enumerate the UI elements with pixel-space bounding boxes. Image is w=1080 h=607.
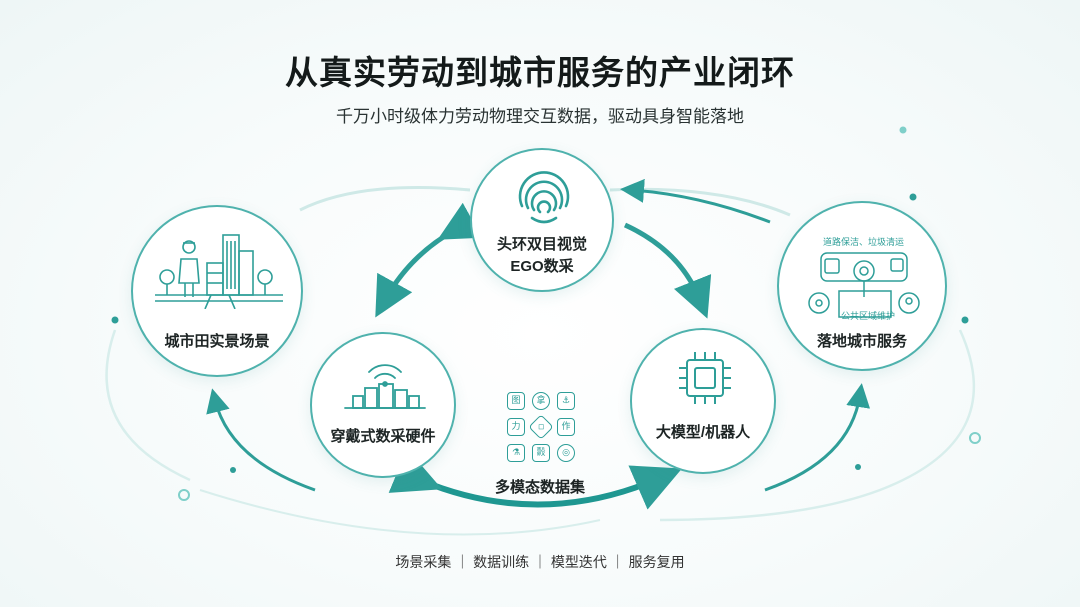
- node-wearable: 穿戴式数采硬件: [310, 332, 456, 478]
- dataset-cell: ◎: [557, 444, 575, 462]
- arrow-to-city: [206, 388, 316, 492]
- node-model-robot: 大模型/机器人: [630, 328, 776, 474]
- arrow-bottom-bridge: [388, 448, 683, 510]
- multimodal-label: 多模态数据集: [494, 479, 585, 496]
- dataset-cell: ⚗: [507, 444, 525, 462]
- wireless-city-icon: [344, 364, 426, 409]
- dataset-cell: 㲉: [532, 444, 550, 462]
- dataset-cell: ⚓: [557, 392, 575, 410]
- node-head-camera: 头环双目视觉 EGO数采: [470, 148, 614, 292]
- arrow-head-model: [623, 222, 712, 319]
- chip-icon: [679, 352, 731, 404]
- outer-loop-right: [609, 187, 791, 217]
- dataset-cell: 作: [557, 418, 575, 436]
- city-worker-icon: [155, 234, 283, 309]
- node-city-field: 城市田实景场景: [131, 205, 303, 377]
- page-subtitle: 千万小时级体力劳动物理交互数据，驱动具身智能落地: [336, 107, 744, 126]
- model-robot-label: 大模型/机器人: [655, 424, 751, 441]
- page-title: 从真实劳动到城市服务的产业闭环: [285, 54, 795, 91]
- arrow-service-head: [620, 178, 771, 224]
- fingerprint-ring-icon: [518, 171, 570, 224]
- head-camera-line2: EGO数采: [510, 258, 574, 275]
- dataset-cell: 力: [507, 418, 525, 436]
- footer-flow: 场景采集 ｜ 数据训练 ｜ 模型迭代 ｜ 服务复用: [395, 554, 685, 570]
- service-tag-bottom: 公共区域维护: [841, 311, 896, 321]
- arrow-head-wearable: [375, 202, 483, 318]
- arrow-to-service: [764, 383, 871, 492]
- dataset-cell: 拿: [532, 392, 550, 410]
- city-service-label: 落地城市服务: [816, 333, 907, 350]
- city-field-label: 城市田实景场景: [164, 333, 270, 350]
- dataset-cell: 图: [507, 392, 525, 410]
- outer-loop-left-lower: [105, 329, 191, 482]
- node-city-service: 道路保洁、垃圾清运 公共区域维护 落地城市服务: [777, 201, 947, 371]
- wearable-label: 穿戴式数采硬件: [330, 428, 436, 445]
- outer-loop-left: [299, 186, 471, 212]
- outer-loop-right-lower: [659, 329, 975, 522]
- city-service-icon: [808, 252, 920, 318]
- head-camera-line1: 头环双目视觉: [496, 236, 587, 253]
- outer-loop-bottom: [199, 489, 601, 536]
- service-tag-top: 道路保洁、垃圾清运: [823, 237, 905, 247]
